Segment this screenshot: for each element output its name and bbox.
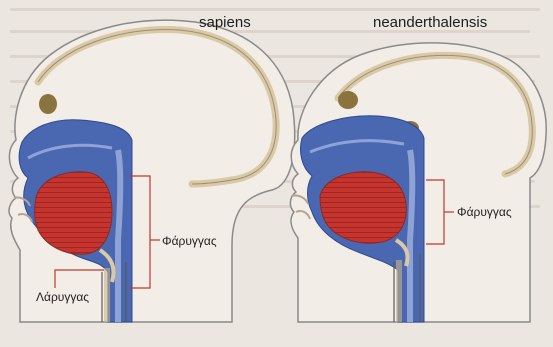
neanderthalensis-title: neanderthalensis — [373, 14, 487, 31]
sapiens-pharynx-label: Φάρυγγας — [162, 234, 217, 248]
sapiens-title: sapiens — [199, 14, 251, 31]
sapiens-larynx-label: Λάρυγγας — [36, 290, 89, 304]
neanderthalensis-frontal-sinus — [338, 91, 358, 109]
sapiens-frontal-sinus — [39, 94, 57, 114]
neanderthalensis-pharynx-label: Φάρυγγας — [457, 205, 512, 219]
neanderthalensis-head — [290, 43, 546, 322]
